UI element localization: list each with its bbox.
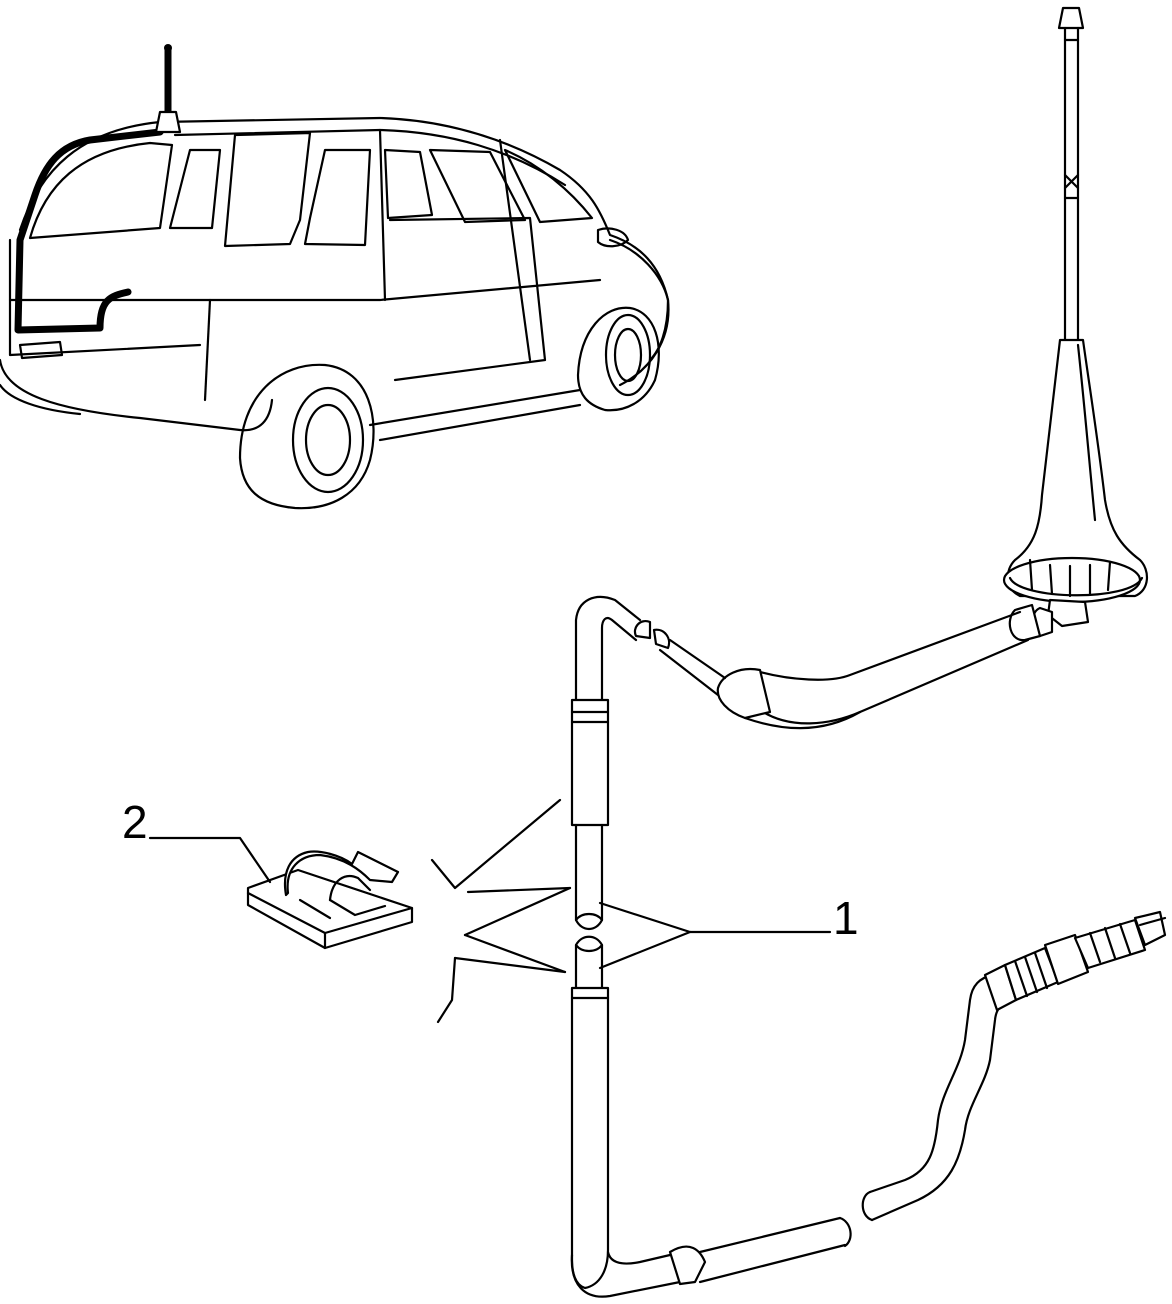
vehicle-illustration <box>0 44 670 510</box>
cable-clip <box>246 850 414 950</box>
antenna-mast <box>1002 6 1148 628</box>
callout-leaders <box>148 798 832 1024</box>
callout-part-2: 2 <box>122 796 148 848</box>
callout-part-1: 1 <box>833 892 859 944</box>
antenna-cable-upper <box>570 595 1054 931</box>
antenna-cable-lower <box>570 910 1167 1298</box>
